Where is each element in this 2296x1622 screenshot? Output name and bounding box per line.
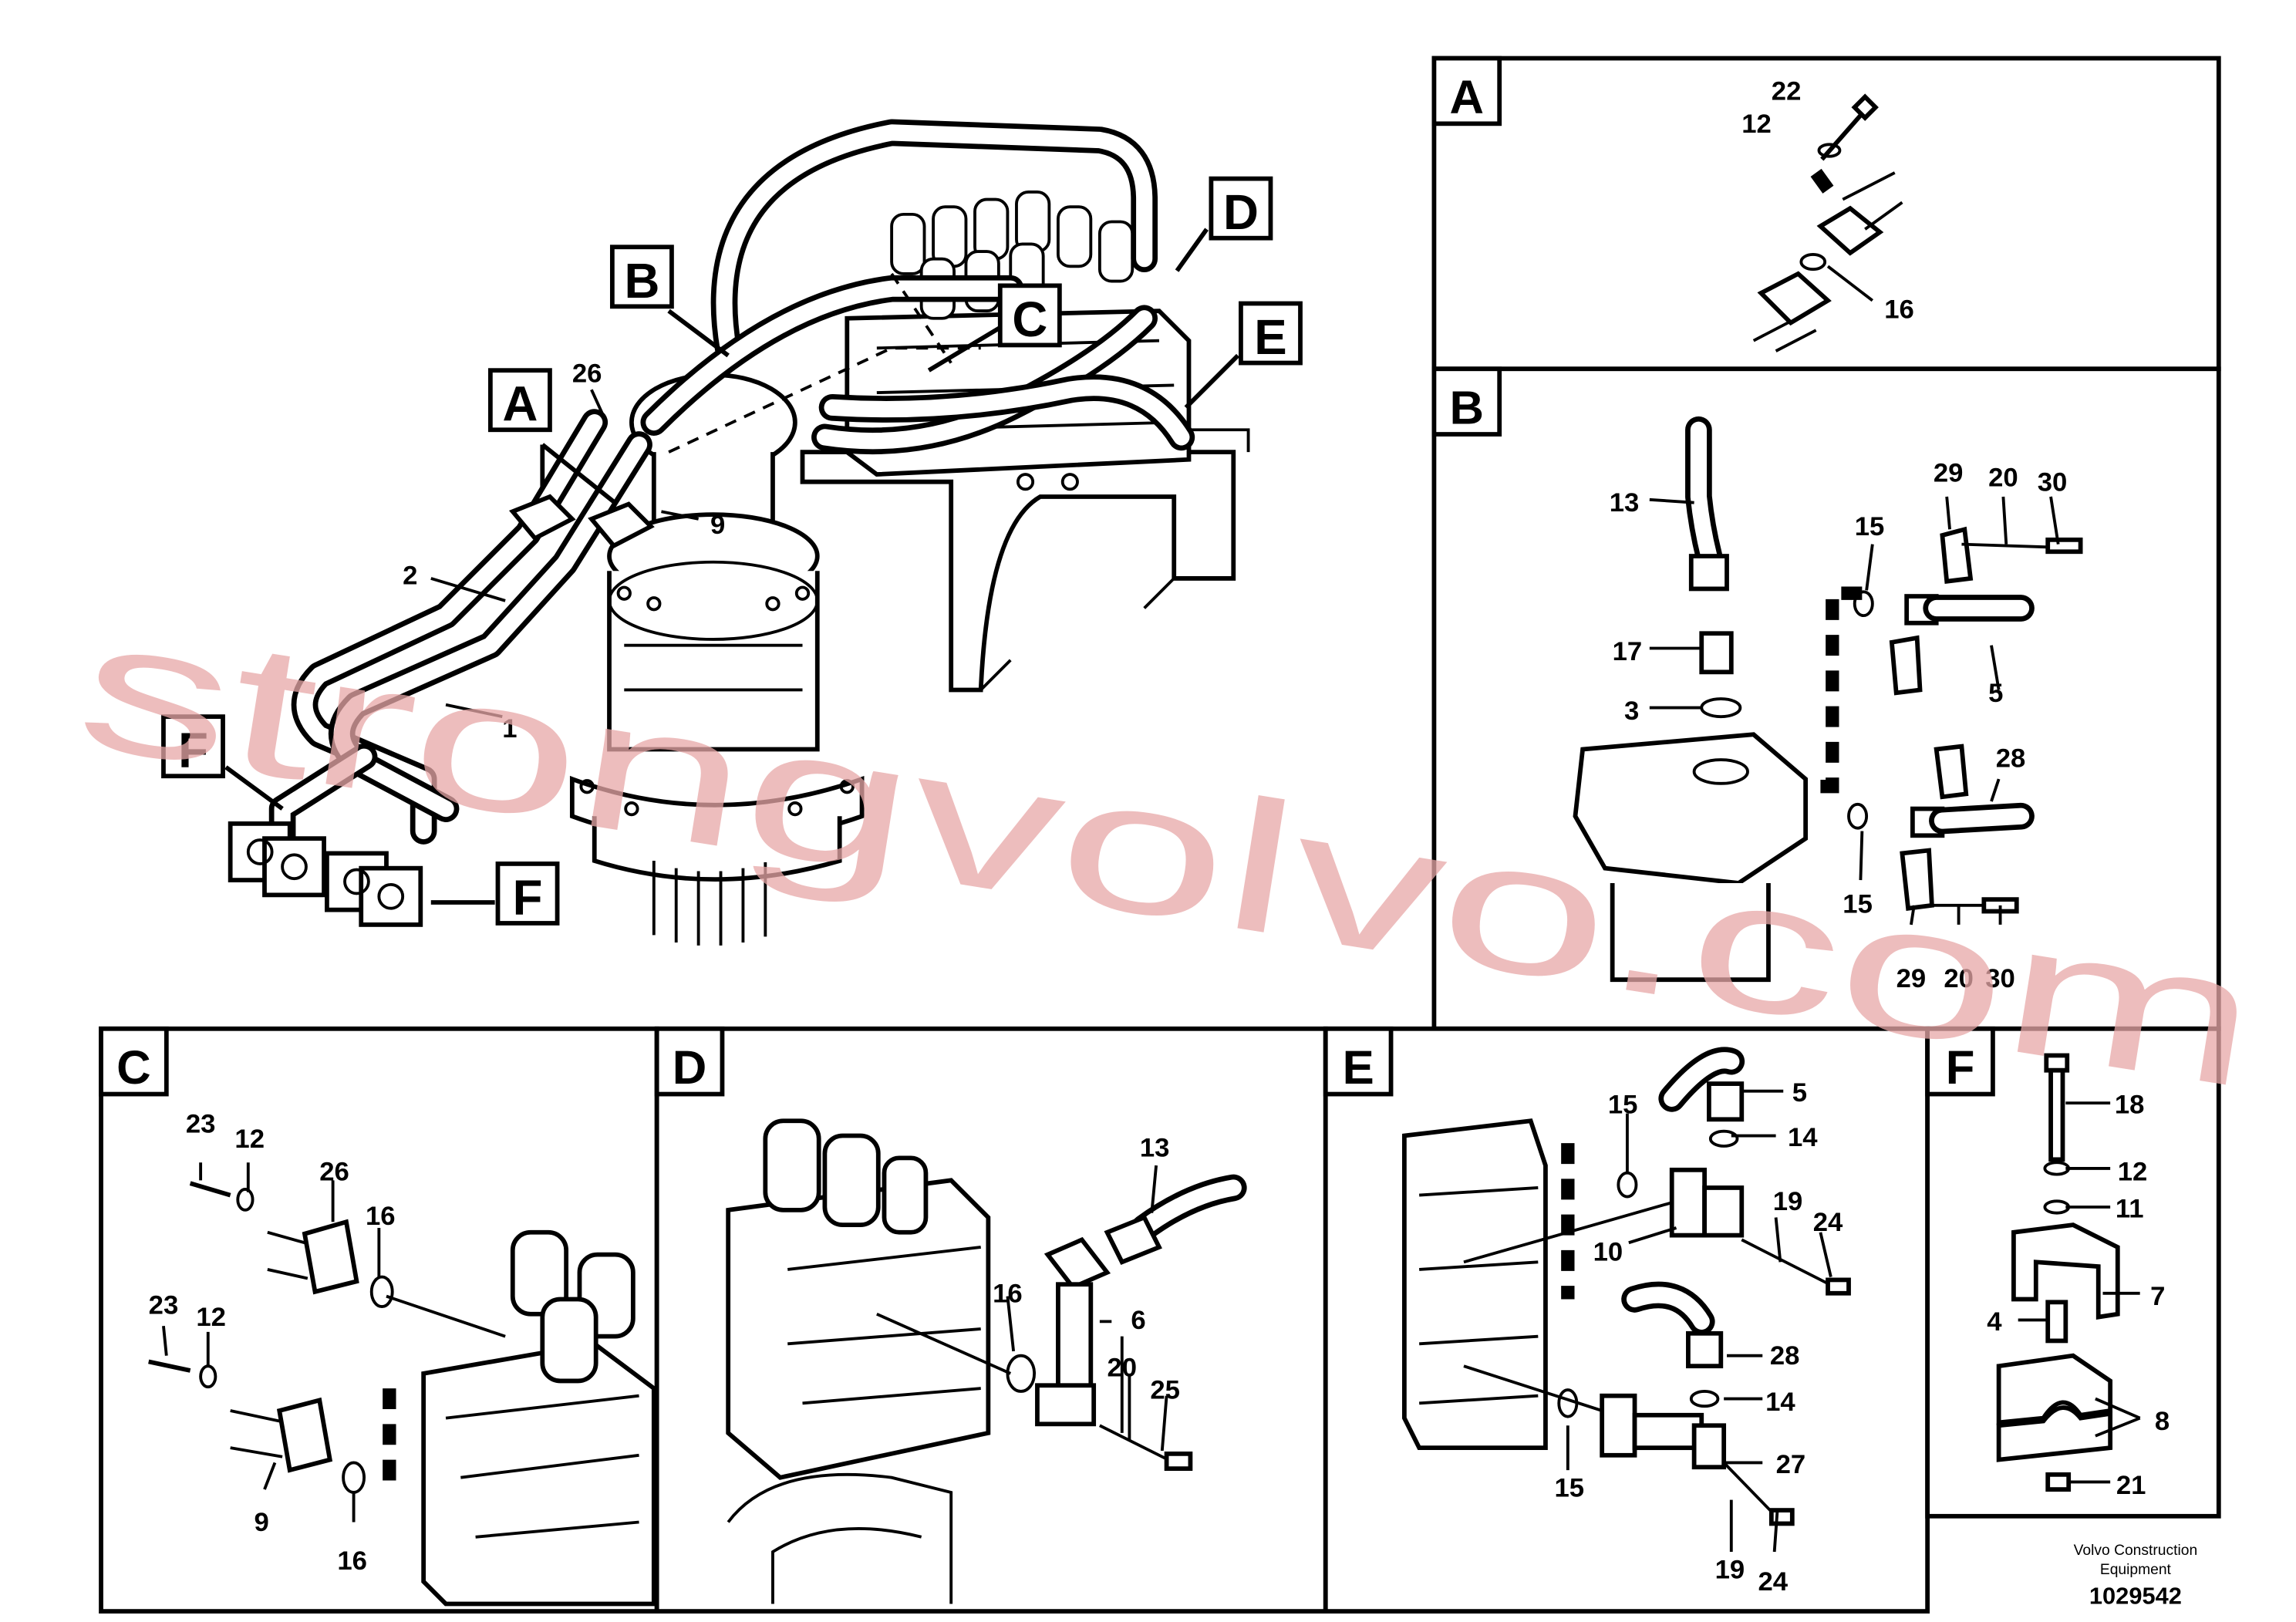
- callout-c-16-lower: 16: [337, 1546, 367, 1576]
- callout-c-23-lower: 23: [149, 1291, 179, 1320]
- callout-c-26: 26: [319, 1157, 349, 1186]
- svg-text:A: A: [1450, 71, 1485, 124]
- callout-e-10: 10: [1593, 1237, 1623, 1266]
- callout-e-5: 5: [1792, 1078, 1807, 1108]
- callout-e-19-lower: 19: [1715, 1556, 1745, 1585]
- callout-d-6: 6: [1131, 1306, 1145, 1335]
- callout-b-15-upper: 15: [1855, 512, 1885, 541]
- svg-text:F: F: [178, 723, 208, 778]
- detail-ref-f-upper: F: [161, 714, 225, 779]
- callout-9: 9: [710, 511, 725, 540]
- callout-e-14-upper: 14: [1788, 1123, 1818, 1152]
- svg-text:D: D: [673, 1041, 707, 1094]
- detail-panel-f: F 18 12 11 7 4 8 21: [1925, 1026, 2221, 1519]
- callout-e-19-upper: 19: [1773, 1187, 1803, 1216]
- title-block: Volvo Construction Equipment 1029542: [2074, 1543, 2198, 1610]
- callout-e-27: 27: [1776, 1450, 1806, 1479]
- company-name-line2: Equipment: [2100, 1562, 2172, 1578]
- svg-text:B: B: [624, 254, 659, 309]
- callout-b-15-lower: 15: [1843, 889, 1873, 919]
- detail-panel-a: A 22 12 16: [1431, 56, 2221, 372]
- svg-text:C: C: [116, 1041, 151, 1094]
- callout-b-13: 13: [1610, 488, 1640, 518]
- callout-b-28: 28: [1996, 744, 2026, 774]
- callout-b-20-lower: 20: [1944, 964, 1974, 993]
- callout-a-22: 22: [1772, 76, 1802, 106]
- callout-26: 26: [572, 359, 602, 389]
- callout-e-28: 28: [1770, 1341, 1800, 1371]
- svg-text:F: F: [513, 870, 543, 925]
- callout-f-4: 4: [1987, 1307, 2002, 1337]
- callout-e-15-lower: 15: [1554, 1474, 1584, 1503]
- callout-f-21: 21: [2116, 1471, 2146, 1500]
- callout-2: 2: [403, 561, 417, 591]
- detail-ref-f-lower: F: [495, 862, 560, 926]
- detail-ref-e: E: [1239, 301, 1303, 366]
- callout-f-12: 12: [2118, 1157, 2148, 1186]
- callout-f-7: 7: [2150, 1282, 2165, 1311]
- callout-b-29-upper: 29: [1934, 459, 1964, 488]
- detail-panel-d: D 13 16 6 20 25: [654, 1026, 1328, 1614]
- callout-f-11: 11: [2116, 1194, 2144, 1223]
- callout-e-24-lower: 24: [1758, 1567, 1788, 1597]
- callout-b-3: 3: [1624, 696, 1639, 726]
- callout-f-18: 18: [2115, 1091, 2145, 1120]
- main-assembly-view: [224, 119, 1250, 946]
- callout-e-24-upper: 24: [1813, 1208, 1843, 1237]
- callout-1: 1: [502, 714, 517, 744]
- callout-b-5: 5: [1988, 679, 2003, 708]
- callout-d-25: 25: [1150, 1376, 1180, 1405]
- callout-d-20: 20: [1107, 1354, 1137, 1383]
- detail-panel-e: E 15 5 14 19 24 10 28 14 27: [1323, 1026, 1930, 1614]
- callout-f-8: 8: [2155, 1407, 2170, 1436]
- callout-b-20-upper: 20: [1988, 463, 2018, 492]
- detail-ref-a: A: [487, 368, 552, 433]
- detail-panel-b: B 13 17 3 15 15: [1431, 366, 2221, 1031]
- callout-c-9: 9: [254, 1508, 268, 1537]
- callout-c-23-upper: 23: [186, 1110, 216, 1139]
- callout-d-13: 13: [1140, 1133, 1170, 1162]
- callout-c-12-lower: 12: [196, 1303, 226, 1332]
- detail-ref-d: D: [1209, 176, 1273, 241]
- svg-text:E: E: [1343, 1041, 1374, 1094]
- callout-a-12: 12: [1741, 110, 1772, 139]
- detail-ref-b: B: [609, 244, 674, 309]
- callout-b-29-lower: 29: [1896, 964, 1927, 993]
- detail-ref-c: C: [997, 283, 1062, 348]
- callout-c-16-upper: 16: [366, 1202, 396, 1231]
- callout-c-12-upper: 12: [234, 1125, 265, 1154]
- svg-text:A: A: [502, 377, 538, 432]
- callout-a-16: 16: [1884, 295, 1914, 325]
- callout-d-16: 16: [993, 1279, 1023, 1308]
- callout-e-15-upper: 15: [1608, 1091, 1638, 1120]
- svg-text:D: D: [1223, 185, 1259, 240]
- company-name-line1: Volvo Construction: [2074, 1543, 2198, 1559]
- svg-text:E: E: [1254, 310, 1286, 365]
- callout-e-14-lower: 14: [1765, 1388, 1795, 1417]
- drawing-number: 1029542: [2089, 1582, 2182, 1609]
- detail-panel-c: C 23 12 26 16 23 12 9 16: [99, 1026, 659, 1614]
- callout-b-30-upper: 30: [2038, 467, 2068, 497]
- svg-text:B: B: [1450, 382, 1485, 435]
- svg-text:C: C: [1012, 292, 1047, 347]
- svg-text:F: F: [1946, 1041, 1975, 1094]
- callout-b-30-lower: 30: [1985, 964, 2015, 993]
- callout-b-17: 17: [1613, 637, 1643, 666]
